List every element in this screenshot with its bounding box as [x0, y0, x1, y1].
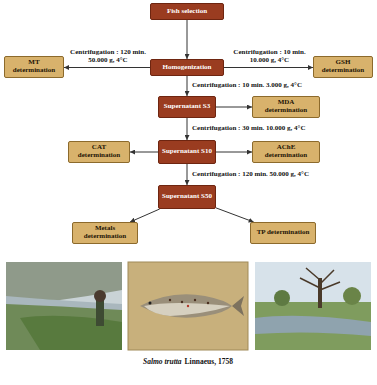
box-text: Supernatant S50: [162, 193, 212, 201]
species-name: Linnaeus, 1758: [185, 357, 233, 366]
result-box: MDA determination: [252, 96, 320, 118]
box-text: Supernatant S10: [162, 148, 212, 156]
flow-arrow: [130, 209, 160, 222]
process-box: Supernatant S10: [158, 140, 216, 164]
fish-photo: [128, 262, 248, 350]
box-text: MT determination: [8, 59, 60, 74]
box-text: GSH determination: [317, 59, 369, 74]
result-box: Metals determination: [72, 222, 138, 244]
centrifugation-label: Centrifugation : 120 min. 50.000 g, 4°C: [191, 171, 310, 179]
species-name: Salmo trutta: [143, 357, 182, 366]
species-caption: Salmo truttaLinnaeus, 1758: [128, 352, 248, 370]
result-box: AChE determination: [252, 141, 320, 163]
flow-arrow: [224, 67, 313, 68]
centrifugation-label: Centrifugation : 10 min. 3.000 g, 4°C: [191, 82, 303, 90]
box-text: Homogenization: [163, 64, 212, 72]
result-box: GSH determination: [313, 56, 373, 78]
result-box: TP determination: [250, 222, 316, 244]
flow-arrow: [64, 67, 150, 68]
result-box: MT determination: [4, 56, 64, 78]
process-box: Fish selection: [150, 3, 224, 20]
flow-arrow: [187, 20, 188, 59]
box-text: TP determination: [257, 229, 310, 237]
process-box: Supernatant S50: [158, 185, 216, 209]
flow-arrow: [216, 152, 252, 153]
flow-arrow: [187, 76, 188, 96]
centrifugation-label: Centrifugation : 120 min. 50.000 g, 4°C: [66, 49, 150, 64]
box-text: MDA determination: [256, 99, 316, 114]
box-text: CAT determination: [72, 144, 126, 159]
flow-arrow: [216, 208, 254, 222]
box-text: Fish selection: [167, 8, 207, 16]
flow-arrow: [187, 118, 188, 140]
flow-arrow: [216, 107, 252, 108]
box-text: Metals determination: [76, 225, 134, 240]
centrifugation-label: Centrifugation : 30 min. 10.000 g, 4°C: [191, 125, 306, 133]
bank-photo: [255, 262, 371, 350]
process-box: Homogenization: [150, 59, 224, 76]
flow-arrow: [187, 164, 188, 185]
box-text: Supernatant S3: [164, 103, 210, 111]
box-text: AChE determination: [256, 144, 316, 159]
result-box: CAT determination: [68, 141, 130, 163]
flow-arrow: [130, 152, 158, 153]
centrifugation-label: Centrifugation : 10 min. 10.000 g, 4°C: [226, 49, 313, 64]
river-photo: [6, 262, 122, 350]
process-box: Supernatant S3: [158, 96, 216, 118]
